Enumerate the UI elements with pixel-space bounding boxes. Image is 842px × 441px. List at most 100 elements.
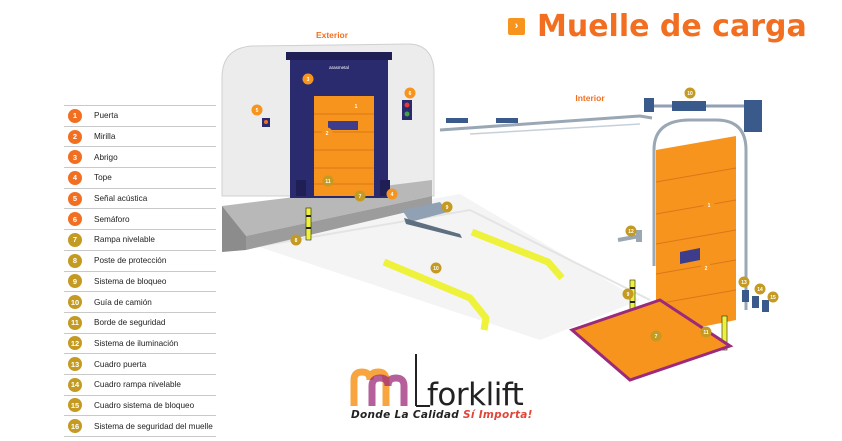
legend-number-badge: 6 <box>68 212 82 227</box>
legend-item: 4 Tope <box>64 168 216 189</box>
door-motor <box>744 100 762 132</box>
marker-1-exterior: 1 <box>350 100 362 112</box>
marker-3-exterior: 3 <box>302 73 314 85</box>
svg-text:1: 1 <box>708 203 711 209</box>
legend-number-badge: 13 <box>68 357 82 372</box>
marker-2-interior: 2 <box>700 262 712 274</box>
protection-post-exterior <box>305 207 312 241</box>
legend-item: 12 Sistema de iluminación <box>64 334 216 355</box>
marker-15-interior: 15 <box>767 291 779 303</box>
legend-label: Cuadro rampa nivelable <box>94 380 181 390</box>
legend-label: Sistema de bloqueo <box>94 276 167 286</box>
legend-number-badge: 1 <box>68 108 82 123</box>
interior-door-panels <box>655 167 737 305</box>
legend-number-badge: 16 <box>68 419 82 434</box>
marker-1-interior: 1 <box>703 199 715 211</box>
svg-text:6: 6 <box>409 91 412 97</box>
legend-item: 5 Señal acústica <box>64 189 216 210</box>
svg-text:2: 2 <box>705 266 708 272</box>
legend-label: Señal acústica <box>94 194 148 204</box>
legend-label: Sistema de seguridad del muelle <box>94 421 213 431</box>
marker-9-exterior: 9 <box>441 201 453 213</box>
legend-label: Borde de seguridad <box>94 318 166 328</box>
svg-text:11: 11 <box>703 330 709 336</box>
legend-number-badge: 9 <box>68 274 82 289</box>
exterior-door-panels <box>314 113 374 185</box>
legend-label: Abrigo <box>94 152 118 162</box>
locking-control-panel <box>762 300 769 312</box>
truck-guide-far <box>470 228 565 281</box>
page-title: Muelle de carga <box>537 8 807 44</box>
svg-text:9: 9 <box>627 292 630 298</box>
bumper-right <box>380 180 390 196</box>
legend-label: Rampa nivelable <box>94 235 155 245</box>
svg-text:3: 3 <box>307 77 310 83</box>
legend-label: Cuadro sistema de bloqueo <box>94 400 195 410</box>
svg-text:5: 5 <box>256 108 259 114</box>
legend-label: Sistema de iluminación <box>94 338 179 348</box>
legend-number-badge: 2 <box>68 129 82 144</box>
logo-tagline-main: Donde La Calidad <box>351 409 463 421</box>
marker-9-interior: 9 <box>622 288 634 300</box>
marker-5-exterior: 5 <box>251 104 263 116</box>
legend-number-badge: 12 <box>68 336 82 351</box>
legend-label: Poste de protección <box>94 256 167 266</box>
leveler-control-panel <box>752 296 759 308</box>
marker-2-exterior: 2 <box>321 127 333 139</box>
exterior-road-edge <box>235 208 651 301</box>
marker-14-interior: 14 <box>754 283 766 295</box>
legend-item: 9 Sistema de bloqueo <box>64 272 216 293</box>
bumper-left <box>296 180 306 196</box>
legend-number-badge: 14 <box>68 377 82 392</box>
wheel-locking-system <box>402 202 448 222</box>
door-track-rail <box>439 114 653 132</box>
legend-item: 8 Poste de protección <box>64 251 216 272</box>
legend-number-badge: 8 <box>68 253 82 268</box>
interior-label: Interior <box>575 93 605 103</box>
svg-text:7: 7 <box>359 194 362 200</box>
legend-label: Puerta <box>94 111 119 121</box>
legend-item: 15 Cuadro sistema de bloqueo <box>64 396 216 417</box>
svg-text:11: 11 <box>325 179 331 185</box>
marker-6-exterior: 6 <box>404 87 416 99</box>
exterior-label: Exterior <box>316 30 349 40</box>
legend-item: 14 Cuadro rampa nivelable <box>64 375 216 396</box>
marker-10-interior: 10 <box>684 87 696 99</box>
svg-text:8: 8 <box>295 238 298 244</box>
legend-number-badge: 4 <box>68 170 82 185</box>
mhl-logo-mark <box>350 354 430 407</box>
interior-door <box>656 136 736 336</box>
marker-12-interior: 12 <box>625 225 637 237</box>
legend-label: Semáforo <box>94 214 130 224</box>
svg-text:13: 13 <box>741 280 747 286</box>
marker-13-interior: 13 <box>738 276 750 288</box>
legend-number-badge: 15 <box>68 398 82 413</box>
legend-number-badge: 10 <box>68 295 82 310</box>
dock-platform-front <box>222 206 246 252</box>
logo-tagline: Donde La Calidad Sí Importa! <box>351 409 533 421</box>
door-vertical-track <box>652 118 748 310</box>
svg-text:15: 15 <box>770 295 776 301</box>
exterior-door-window <box>328 121 358 130</box>
marker-11-exterior: 11 <box>322 175 334 187</box>
dock-shelter-top <box>286 52 392 60</box>
svg-text:4: 4 <box>391 192 394 198</box>
svg-text:7: 7 <box>655 334 658 340</box>
svg-text:10: 10 <box>433 266 439 272</box>
legend-item: 6 Semáforo <box>64 209 216 231</box>
page-title-wrap: › Muelle de carga <box>508 8 807 44</box>
svg-text:1: 1 <box>355 104 358 110</box>
shelter-brand-text: arasmetal <box>329 65 349 70</box>
svg-text:9: 9 <box>446 205 449 211</box>
truck-guide-near <box>382 258 490 331</box>
safety-edge-post <box>721 315 728 351</box>
legend-number-badge: 5 <box>68 191 82 206</box>
chevron-right-icon: › <box>508 17 525 35</box>
legend-label: Tope <box>94 173 112 183</box>
logo-brand-text: forklift <box>427 377 524 413</box>
